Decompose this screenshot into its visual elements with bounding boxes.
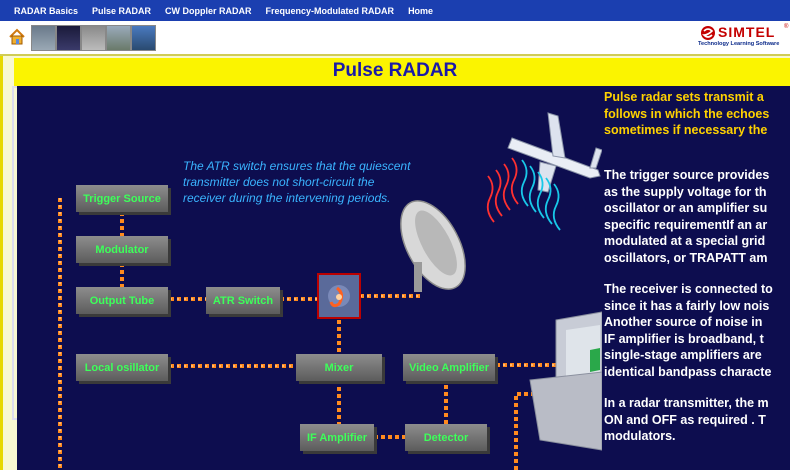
atr-switch-label: ATR Switch [212, 294, 274, 307]
trigger-line: specific requirementIf an ar [604, 217, 768, 232]
thumbnail-radar-basics[interactable] [31, 25, 56, 51]
local-oscillator-label: Local osillator [84, 361, 160, 374]
trigger-line: as the supply voltage for th [604, 184, 767, 199]
atr-switch-block: ATR Switch [206, 287, 280, 314]
panel-frame-bottom [12, 418, 18, 420]
description-panel: Pulse radar sets transmit a follows in w… [602, 86, 790, 470]
transmitter-line: ON and OFF as required . T [604, 412, 766, 427]
output-tube-block: Output Tube [76, 287, 168, 314]
receiver-line: identical bandpass characte [604, 364, 772, 379]
receiver-line: single-stage amplifiers are [604, 348, 762, 362]
logo-wordmark: SIMTEL [718, 24, 776, 40]
description-intro: Pulse radar sets transmit a follows in w… [604, 89, 790, 139]
home-icon[interactable] [8, 28, 26, 46]
diagram-panel [17, 86, 602, 470]
description-transmitter: In a radar transmitter, the m ON and OFF… [604, 395, 790, 445]
menu-cw-doppler-radar[interactable]: CW Doppler RADAR [165, 5, 252, 16]
panel-frame-top [12, 86, 18, 88]
trigger-line: oscillator or an amplifier su [604, 201, 768, 215]
transmitter-line: In a radar transmitter, the m [604, 396, 769, 410]
thumbnail-fm-radar[interactable] [106, 25, 131, 51]
trigger-source-block: Trigger Source [76, 185, 168, 212]
intro-line: follows in which the echoes [604, 106, 770, 121]
local-oscillator-block: Local osillator [76, 354, 168, 381]
signal-wave-icon [486, 157, 561, 231]
receiver-line: IF amplifier is broadband, t [604, 331, 764, 346]
thumbnail-pulse-radar[interactable] [56, 25, 81, 51]
logo-trademark: ® [784, 24, 789, 30]
trigger-line: modulated at a special grid [604, 234, 766, 248]
panel-frame [12, 86, 14, 420]
video-amplifier-block: Video Amplifier [403, 354, 495, 381]
modulator-block: Modulator [76, 236, 168, 263]
menu-radar-basics[interactable]: RADAR Basics [14, 5, 79, 16]
simtel-logo-mark [701, 26, 715, 40]
simtel-logo: SIMTEL ® Technology Learning Software [698, 24, 790, 52]
if-amplifier-block: IF Amplifier [300, 424, 374, 451]
intro-line: sometimes if necessary the [604, 123, 768, 137]
logo-tagline: Technology Learning Software [698, 41, 780, 47]
description-trigger: The trigger source provides as the suppl… [604, 167, 790, 266]
modulator-label: Modulator [95, 243, 149, 256]
output-tube-label: Output Tube [89, 294, 155, 307]
antenna-dish-icon [400, 200, 466, 292]
thumbnail-applications[interactable] [131, 25, 156, 51]
toolbar: SIMTEL ® Technology Learning Software [0, 21, 790, 56]
airplane-icon [507, 112, 603, 193]
detector-label: Detector [423, 431, 469, 444]
menu-fm-radar[interactable]: Frequency-Modulated RADAR [265, 5, 395, 16]
mixer-label: Mixer [324, 361, 354, 374]
menu-pulse-radar[interactable]: Pulse RADAR [92, 5, 152, 16]
trigger-line: oscillators, or TRAPATT am [604, 250, 768, 265]
intro-line: Pulse radar sets transmit a [604, 90, 764, 104]
transmitter-line: modulators. [604, 429, 676, 443]
left-accent-bar [0, 56, 3, 470]
receiver-line: since it has a fairly low nois [604, 298, 770, 313]
trigger-source-label: Trigger Source [83, 192, 161, 205]
title-band [14, 58, 790, 86]
menu-home[interactable]: Home [408, 5, 434, 16]
trigger-line: The trigger source provides [604, 168, 770, 182]
switch-tube-icon [328, 285, 350, 308]
display-monitor-icon [529, 311, 603, 451]
video-amplifier-label: Video Amplifier [408, 361, 490, 374]
receiver-line: The receiver is connected to [604, 282, 773, 296]
mixer-block: Mixer [296, 354, 382, 381]
if-amplifier-label: IF Amplifier [306, 431, 368, 444]
receiver-line: Another source of noise in [604, 315, 763, 329]
thumbnail-cw-doppler[interactable] [81, 25, 106, 51]
atr-switch-note: The ATR switch ensures that the quiescen… [183, 159, 411, 205]
atr-switch-component [317, 273, 361, 319]
detector-block: Detector [405, 424, 487, 451]
menu-bar: RADAR Basics Pulse RADAR CW Doppler RADA… [0, 0, 790, 21]
page-title: Pulse RADAR [332, 60, 458, 81]
description-receiver: The receiver is connected to since it ha… [604, 281, 790, 380]
